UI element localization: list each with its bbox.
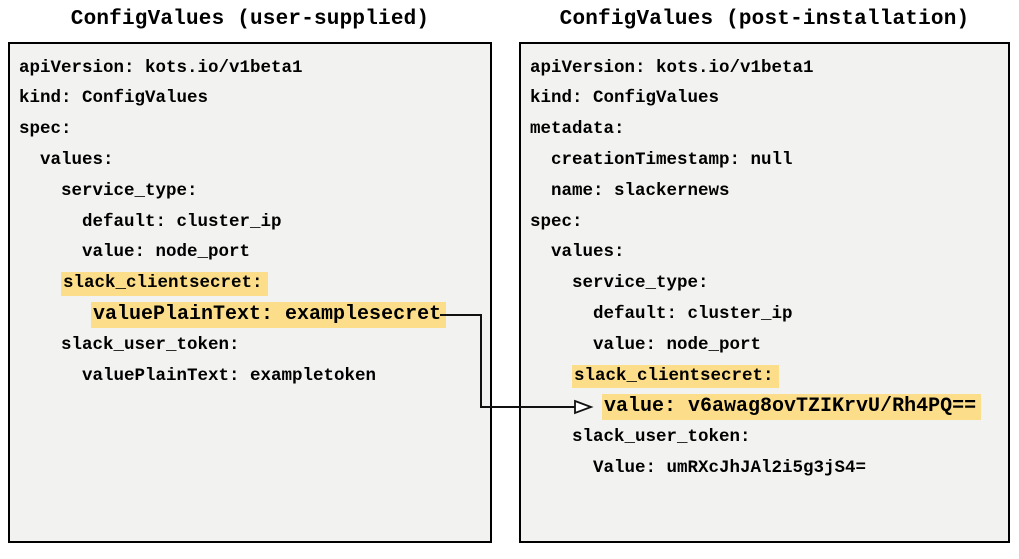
yaml-text: service_type: bbox=[61, 180, 198, 201]
yaml-line: default: cluster_ip bbox=[19, 207, 486, 238]
yaml-code-post-installation: apiVersion: kots.io/v1beta1 kind: ConfigV… bbox=[530, 53, 1004, 484]
yaml-text: apiVersion: kots.io/v1beta1 bbox=[19, 57, 303, 78]
yaml-text: default: cluster_ip bbox=[82, 211, 282, 232]
right-config-panel: apiVersion: kots.io/v1beta1 kind: ConfigV… bbox=[519, 42, 1010, 543]
yaml-line: Value: umRXcJhJAl2i5g3jS4= bbox=[530, 453, 1004, 484]
yaml-indent bbox=[530, 337, 593, 355]
yaml-text: kind: ConfigValues bbox=[19, 88, 209, 109]
yaml-line: slack_clientsecret: bbox=[19, 269, 486, 300]
yaml-text: value: node_port bbox=[82, 242, 251, 263]
yaml-indent bbox=[530, 306, 593, 324]
yaml-line: service_type: bbox=[19, 176, 486, 207]
yaml-indent bbox=[530, 460, 593, 478]
yaml-line: valuePlainText: examplesecret bbox=[19, 299, 486, 330]
yaml-text: values: bbox=[551, 242, 625, 263]
yaml-indent bbox=[530, 183, 551, 201]
yaml-line: value: node_port bbox=[530, 330, 1004, 361]
yaml-text: metadata: bbox=[530, 119, 625, 140]
yaml-line: name: slackernews bbox=[530, 176, 1004, 207]
yaml-line: slack_user_token: bbox=[19, 330, 486, 361]
yaml-text: apiVersion: kots.io/v1beta1 bbox=[530, 57, 814, 78]
yaml-indent bbox=[530, 152, 551, 170]
highlighted-yaml-text: slack_clientsecret: bbox=[572, 364, 779, 389]
yaml-line: slack_user_token: bbox=[530, 423, 1004, 454]
yaml-line: creationTimestamp: null bbox=[530, 145, 1004, 176]
yaml-indent bbox=[530, 429, 572, 447]
yaml-line: apiVersion: kots.io/v1beta1 bbox=[19, 53, 486, 84]
yaml-line: values: bbox=[530, 238, 1004, 269]
yaml-indent bbox=[19, 337, 61, 355]
yaml-text: name: slackernews bbox=[551, 180, 730, 201]
yaml-text: creationTimestamp: null bbox=[551, 150, 793, 171]
right-panel-title: ConfigValues (post-installation) bbox=[559, 8, 970, 31]
yaml-line: spec: bbox=[530, 207, 1004, 238]
highlighted-yaml-text: slack_clientsecret: bbox=[61, 272, 268, 296]
yaml-line: default: cluster_ip bbox=[530, 299, 1004, 330]
yaml-line: valuePlainText: exampletoken bbox=[19, 361, 486, 392]
yaml-line: service_type: bbox=[530, 269, 1004, 300]
yaml-indent bbox=[530, 275, 572, 293]
yaml-indent bbox=[530, 368, 572, 386]
yaml-line: spec: bbox=[19, 115, 486, 146]
yaml-indent bbox=[19, 152, 40, 170]
yaml-indent bbox=[19, 244, 82, 262]
yaml-text: slack_user_token: bbox=[572, 427, 751, 448]
yaml-text: Value: umRXcJhJAl2i5g3jS4= bbox=[593, 458, 867, 478]
yaml-line: kind: ConfigValues bbox=[530, 84, 1004, 115]
left-config-panel: apiVersion: kots.io/v1beta1 kind: ConfigV… bbox=[8, 42, 492, 543]
yaml-line: value: node_port bbox=[19, 238, 486, 269]
highlighted-yaml-text: valuePlainText: examplesecret bbox=[91, 301, 447, 328]
yaml-line: metadata: bbox=[530, 115, 1004, 146]
yaml-text: spec: bbox=[530, 211, 583, 232]
yaml-line: values: bbox=[19, 145, 486, 176]
yaml-line: apiVersion: kots.io/v1beta1 bbox=[530, 53, 1004, 84]
yaml-line: value: v6awag8ovTZIKrvU/Rh4PQ== bbox=[530, 392, 1004, 423]
yaml-indent bbox=[19, 305, 91, 325]
yaml-indent bbox=[19, 214, 82, 232]
left-panel-title: ConfigValues (user-supplied) bbox=[70, 8, 430, 31]
yaml-indent bbox=[19, 183, 61, 201]
yaml-indent bbox=[19, 368, 82, 386]
yaml-line: slack_clientsecret: bbox=[530, 361, 1004, 392]
yaml-text: kind: ConfigValues bbox=[530, 88, 720, 109]
yaml-text: value: node_port bbox=[593, 334, 762, 355]
yaml-code-user-supplied: apiVersion: kots.io/v1beta1 kind: ConfigV… bbox=[19, 53, 486, 392]
yaml-line: kind: ConfigValues bbox=[19, 84, 486, 115]
yaml-text: default: cluster_ip bbox=[593, 304, 793, 325]
yaml-text: service_type: bbox=[572, 273, 709, 294]
highlighted-yaml-text: value: v6awag8ovTZIKrvU/Rh4PQ== bbox=[602, 394, 982, 421]
yaml-indent bbox=[530, 244, 551, 262]
yaml-text: valuePlainText: exampletoken bbox=[82, 365, 377, 386]
yaml-text: spec: bbox=[19, 119, 72, 140]
yaml-text: slack_user_token: bbox=[61, 334, 240, 355]
yaml-indent bbox=[530, 397, 602, 417]
yaml-text: values: bbox=[40, 150, 114, 171]
yaml-indent bbox=[19, 275, 61, 293]
